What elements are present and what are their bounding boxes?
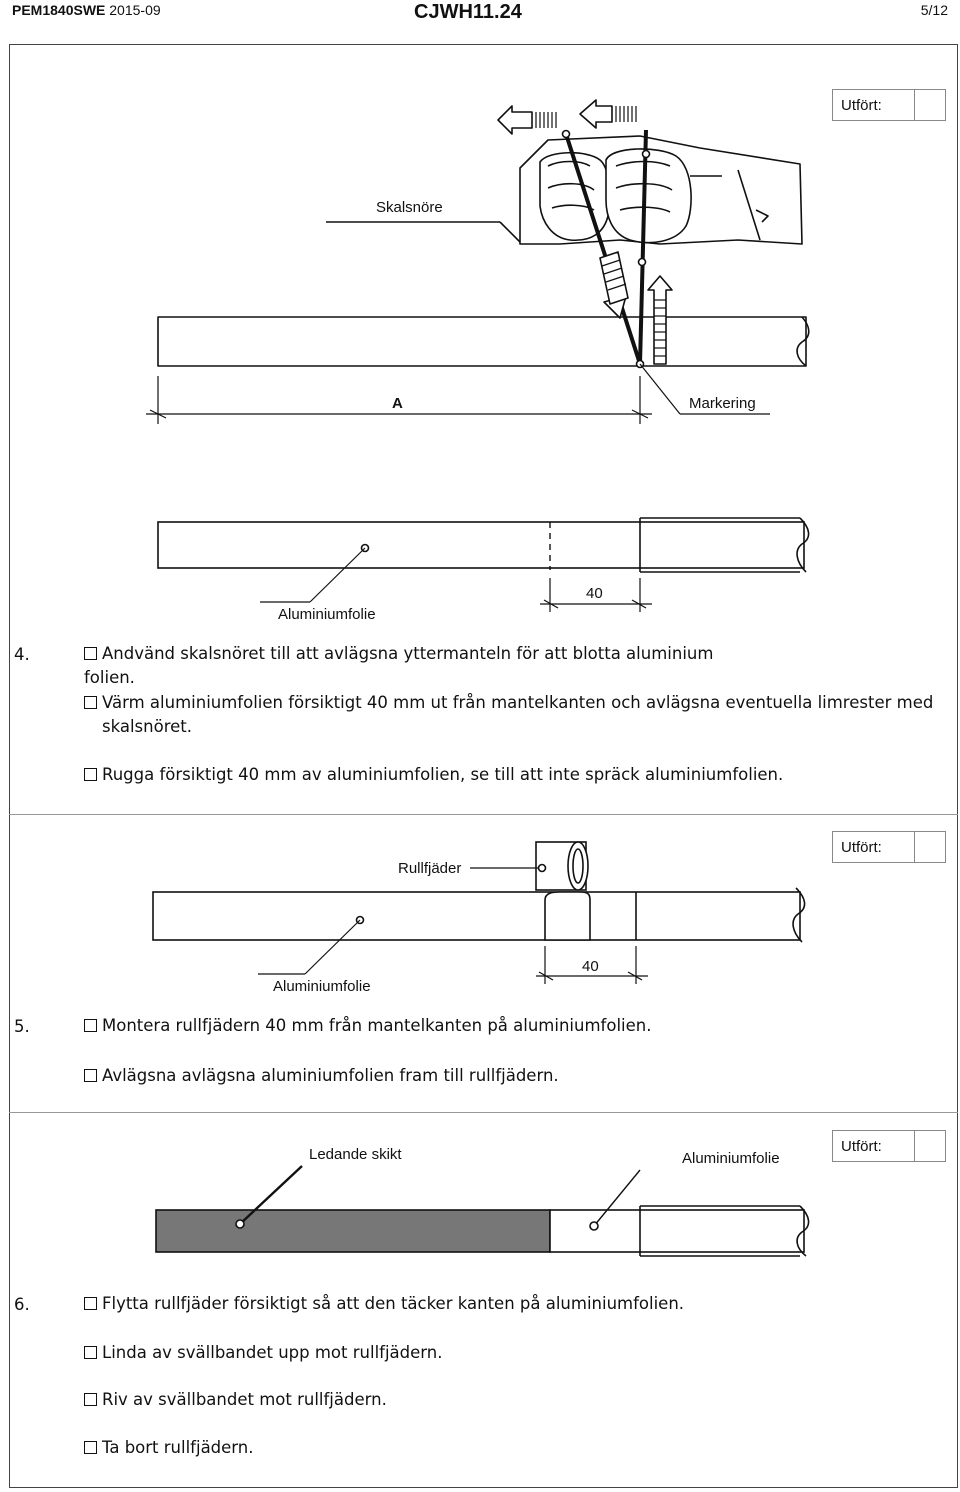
hands-illustration (157, 99, 810, 369)
label-cord: Skalsnöre (376, 199, 443, 216)
page-header: PEM1840SWE 2015-09 CJWH11.24 5/12 (0, 0, 960, 30)
dimension-40 (540, 578, 652, 612)
step-number-5: 5. (14, 1017, 30, 1036)
checkbox[interactable] (84, 696, 97, 709)
label-dim-40-4: 40 (586, 585, 603, 602)
label-foil-5: Aluminiumfolie (273, 978, 371, 995)
done-checkbox[interactable] (914, 89, 946, 121)
doc-title: CJWH11.24 (414, 1, 522, 23)
label-spring: Rullfjäder (398, 860, 462, 877)
dimension-a (146, 363, 770, 424)
done-checkbox[interactable] (914, 831, 946, 863)
step-5-1: Montera rullfjädern 40 mm från mantelkan… (84, 1014, 784, 1038)
content-frame (9, 44, 958, 1488)
dimension-40-s5 (536, 946, 648, 984)
label-foil-6: Aluminiumfolie (682, 1150, 780, 1167)
checkbox[interactable] (84, 1393, 97, 1406)
step-6-4: Ta bort rullfjädern. (84, 1436, 784, 1460)
step-number-4: 4. (14, 645, 30, 664)
step-4-3: Rugga försiktigt 40 mm av aluminiumfolie… (84, 763, 884, 787)
section-divider (9, 814, 958, 815)
checkbox[interactable] (84, 1441, 97, 1454)
step-4-2: Värm aluminiumfolien försiktigt 40 mm ut… (84, 691, 960, 739)
checkbox[interactable] (84, 1019, 97, 1032)
label-conductive-layer: Ledande skikt (309, 1146, 402, 1163)
step-6-3: Riv av svällbandet mot rullfjädern. (84, 1388, 784, 1412)
done-box-5[interactable]: Utfört: (832, 831, 946, 863)
checkbox[interactable] (84, 1069, 97, 1082)
checkbox[interactable] (84, 647, 97, 660)
section-divider (9, 1112, 958, 1113)
done-box-6[interactable]: Utfört: (832, 1130, 946, 1162)
label-dim-40-5: 40 (582, 958, 599, 975)
checkbox[interactable] (84, 1297, 97, 1310)
checkbox[interactable] (84, 768, 97, 781)
conductive-layer (155, 1209, 551, 1253)
done-checkbox[interactable] (914, 1130, 946, 1162)
stripped-cable-illustration (157, 517, 810, 603)
step-4-1: Andvänd skalsnöret till att avlägsna ytt… (84, 644, 714, 687)
label-dimension-a: A (392, 395, 403, 412)
doc-id: PEM1840SWE 2015-09 (12, 2, 161, 18)
step-6-2: Linda av svällbandet upp mot rullfjädern… (84, 1341, 784, 1365)
checkbox[interactable] (84, 1346, 97, 1359)
conductive-layer-illustration (155, 1165, 810, 1257)
step-6-1: Flytta rullfjäder försiktigt så att den … (84, 1292, 844, 1316)
page-number: 5/12 (920, 2, 948, 18)
roll-spring-illustration (152, 841, 806, 975)
step-number-6: 6. (14, 1295, 30, 1314)
label-foil-4: Aluminiumfolie (278, 606, 376, 623)
done-box-4[interactable]: Utfört: (832, 89, 946, 121)
step-5-2: Avlägsna avlägsna aluminiumfolien fram t… (84, 1064, 784, 1088)
label-marking: Markering (689, 395, 756, 412)
